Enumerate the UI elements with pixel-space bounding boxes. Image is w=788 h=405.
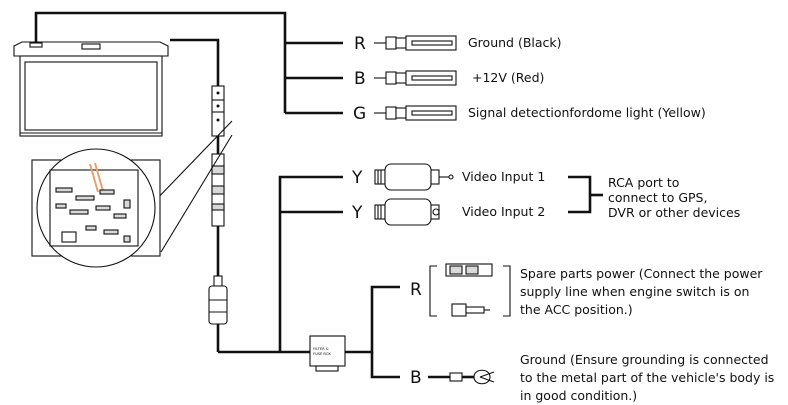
rca1-tip xyxy=(448,174,454,180)
power-desc-line-3: the ACC position.) xyxy=(520,302,633,317)
ground-ring-lug xyxy=(473,369,491,385)
power-bracket-left xyxy=(429,265,437,317)
rca-note: RCA port to connect to GPS, DVR or other… xyxy=(608,175,740,220)
wire-r-letter: R xyxy=(354,34,366,54)
pin-b-collar xyxy=(385,71,397,85)
pin-r-terminal xyxy=(405,35,457,51)
wire-row-b: B +12V (Red) xyxy=(354,69,544,89)
wire-row-g: G Signal detectionfordome light (Yellow) xyxy=(353,104,706,124)
ground-desc-line-1: Ground (Ensure grounding is connected xyxy=(520,352,769,367)
power-bracket-right xyxy=(503,265,511,317)
rca2-body xyxy=(384,198,432,226)
filter-box-label-1: FILTER & xyxy=(313,347,329,351)
rca-note-line-2: connect to GPS, xyxy=(608,190,707,205)
rear-panel-detail xyxy=(31,120,233,268)
video2-letter: Y xyxy=(351,203,363,223)
ground-letter: B xyxy=(410,368,422,388)
power-block: R Spare parts power (Connect the power s… xyxy=(410,263,763,317)
filter-box-base xyxy=(315,365,339,372)
zoom-line-lower xyxy=(160,134,233,253)
video-row-2: Y Video Input 2 xyxy=(351,198,545,226)
video1-label: Video Input 1 xyxy=(462,169,545,184)
wire-b-letter: B xyxy=(354,69,366,89)
pin-b-terminal xyxy=(405,70,457,86)
wire-power-branch xyxy=(345,285,400,354)
ground-desc-line-3: in good condition.) xyxy=(520,388,637,403)
video1-letter: Y xyxy=(351,168,363,188)
filter-box-label-2: FUSE BOX xyxy=(313,352,331,356)
harness-plug-neck xyxy=(213,275,223,287)
monitor-unit xyxy=(13,41,169,137)
rca2-boot xyxy=(374,204,386,220)
wire-g-label: Signal detectionfordome light (Yellow) xyxy=(468,105,706,120)
rca1-sleeve xyxy=(430,169,440,185)
pin-r-collar xyxy=(385,36,397,50)
wire-bus-top xyxy=(34,11,287,113)
monitor-screen xyxy=(24,61,158,131)
wire-monitor-cable xyxy=(170,38,220,86)
rca-note-line-3: DVR or other devices xyxy=(608,205,740,220)
harness-plug-body xyxy=(208,285,228,325)
wire-ground-branch xyxy=(370,352,400,379)
power-desc-line-1: Spare parts power (Connect the power xyxy=(520,266,763,281)
rca1-boot xyxy=(374,169,386,185)
video-row-1: Y Video Input 1 xyxy=(351,163,545,191)
power-letter: R xyxy=(410,280,422,300)
zoom-line-upper xyxy=(151,120,233,205)
wire-row-r: R Ground (Black) xyxy=(354,34,562,54)
spare-plug-body xyxy=(451,303,467,317)
main-wires xyxy=(34,11,400,379)
monitor-top-clip-left xyxy=(29,42,43,48)
ground-crimp xyxy=(449,372,463,382)
rca1-body xyxy=(384,163,432,191)
harness-connectors xyxy=(208,85,228,325)
wire-video-bus xyxy=(278,175,343,352)
wire-r-label: Ground (Black) xyxy=(468,35,562,50)
filter-fuse-box: FILTER & FUSE BOX xyxy=(309,335,346,372)
rca-note-line-1: RCA port to xyxy=(608,175,679,190)
rca2-socket xyxy=(432,208,440,216)
power-desc-line-2: supply line when engine switch is on xyxy=(520,284,749,299)
ground-block: B Ground (Ensure grounding is connected … xyxy=(410,352,774,403)
pin-g-terminal xyxy=(405,105,457,121)
panel-red-wire xyxy=(89,163,99,193)
monitor-hinge xyxy=(81,43,101,50)
filter-box-body xyxy=(309,335,346,367)
video2-label: Video Input 2 xyxy=(462,204,545,219)
rca-bracket xyxy=(568,175,592,214)
wire-g-letter: G xyxy=(353,104,366,124)
ground-desc-line-2: to the metal part of the vehicle's body … xyxy=(520,370,774,385)
spare-plug-pin xyxy=(465,306,485,314)
rear-panel-board xyxy=(49,169,139,247)
wire-b-label: +12V (Red) xyxy=(472,70,544,85)
pin-g-collar xyxy=(385,106,397,120)
